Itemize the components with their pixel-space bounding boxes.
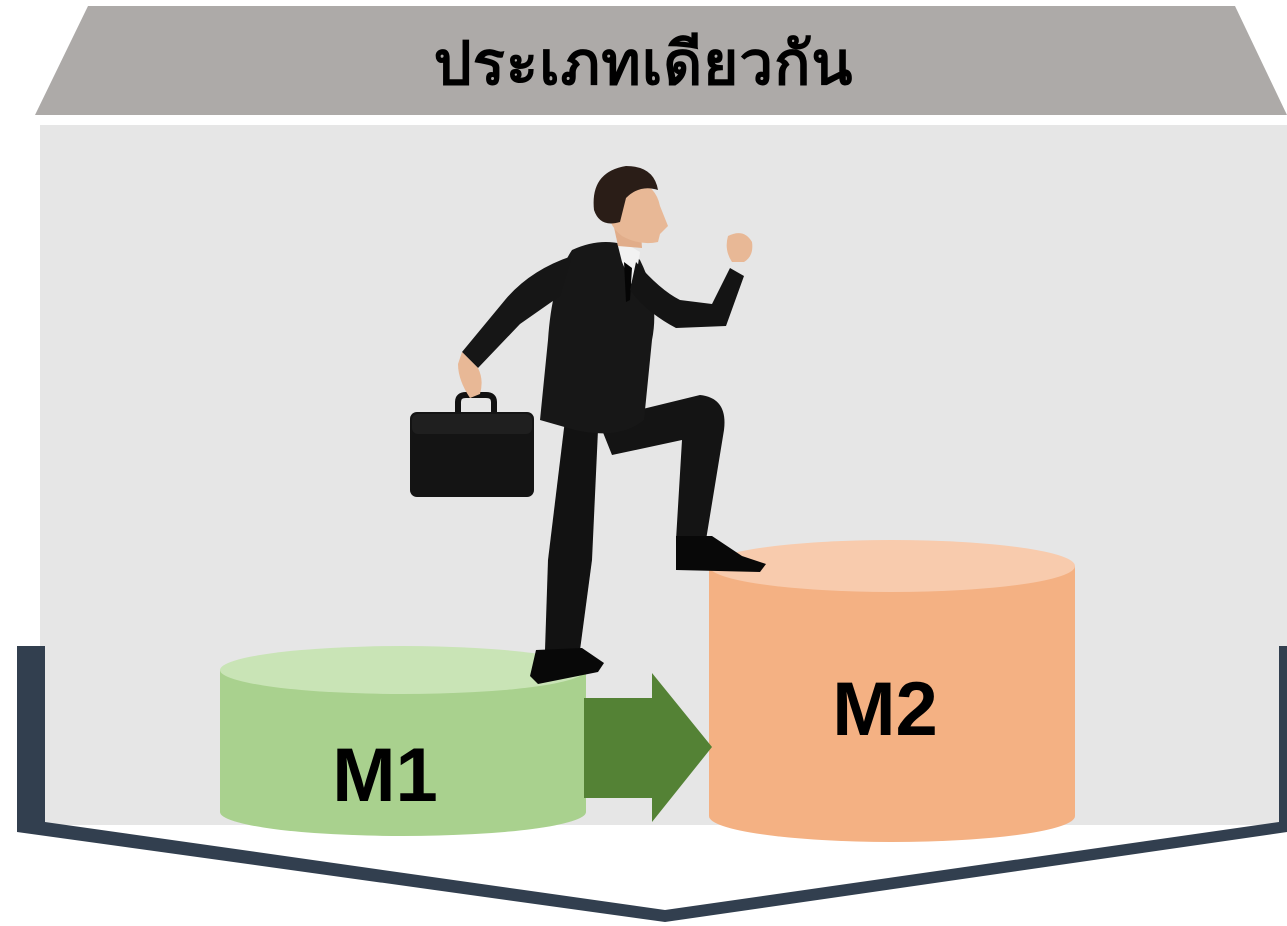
cylinder-m2-body	[709, 566, 1075, 842]
cylinder-m2-top	[709, 540, 1075, 592]
briefcase-icon	[410, 392, 534, 497]
frame-chevron	[17, 646, 1287, 922]
right-arrow-icon	[584, 673, 712, 822]
title-banner	[35, 6, 1287, 115]
cylinder-m1-body	[220, 670, 586, 836]
businessman-climbing-icon	[458, 166, 766, 684]
frame-bottom-chevron	[17, 822, 1287, 922]
cylinder-m1-label: M1	[332, 733, 438, 818]
frame-right-post	[1279, 646, 1287, 831]
page-title: ประเภทเดียวกัน	[433, 29, 854, 99]
cylinder-m2	[709, 540, 1075, 842]
cylinder-m1-top	[220, 646, 586, 694]
cylinder-m1	[220, 646, 586, 836]
frame-left-post	[17, 646, 45, 831]
cylinder-m2-label: M2	[832, 667, 938, 752]
